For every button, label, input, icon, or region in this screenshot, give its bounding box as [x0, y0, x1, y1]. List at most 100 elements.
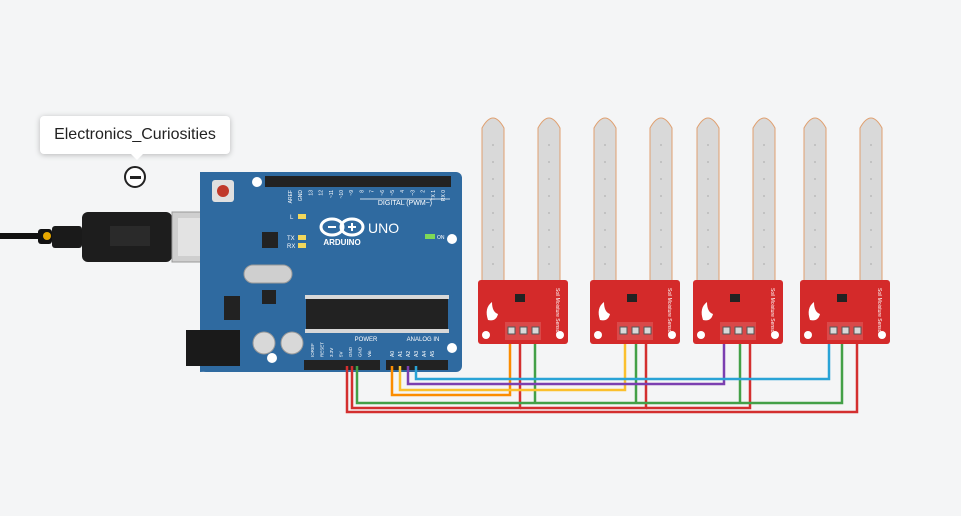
wire-a3[interactable] [414, 340, 831, 381]
power-pin-header[interactable] [304, 360, 380, 370]
on-led-label: ON [437, 235, 445, 241]
analog-header-label: ANALOG IN [407, 337, 440, 343]
wire-5v[interactable] [345, 340, 859, 414]
digital-pin-label: 12 [319, 190, 325, 196]
reset-button[interactable] [212, 180, 234, 202]
power-header-label: POWER [355, 337, 378, 343]
analog-pin-header[interactable] [386, 360, 448, 370]
digital-pin-label: TX 1 [431, 190, 437, 201]
digital-pin-label: ~10 [339, 190, 345, 199]
crystal-oscillator [243, 264, 293, 284]
power-pin-label: GND [348, 346, 353, 357]
sensor-probe [752, 117, 776, 291]
digital-pin-label: ~5 [390, 190, 396, 196]
wire-gnd[interactable] [355, 340, 844, 405]
power-pin-label: RESET [320, 342, 325, 357]
analog-pin-label: A4 [422, 351, 428, 357]
sparkfun-flame-icon [598, 302, 610, 321]
digital-pin-label: ~3 [410, 190, 416, 196]
soil-moisture-sensor[interactable]: Soil Moisture Sensor [800, 117, 890, 344]
sparkfun-flame-icon [808, 302, 820, 321]
digital-pin-label: ~6 [380, 190, 386, 196]
wire-5v-s3[interactable] [646, 340, 752, 410]
minus-icon [129, 175, 141, 179]
analog-pin-label: A0 [390, 351, 396, 357]
soil-moisture-sensor[interactable]: Soil Moisture Sensor [693, 117, 783, 344]
wire-5v-s1[interactable] [350, 340, 522, 410]
sensor-probe [593, 117, 617, 291]
analog-pin-label: A2 [406, 351, 412, 357]
led-tx-label: TX [287, 236, 295, 242]
sensor-pin[interactable] [531, 326, 540, 335]
wire-a2[interactable] [406, 340, 726, 386]
digital-pin-label: ~9 [349, 190, 355, 196]
power-pin-label: 5V [339, 351, 344, 357]
digital-pin-label: 13 [308, 190, 314, 196]
dc-power-jack[interactable] [186, 330, 240, 366]
remove-component-button[interactable] [124, 166, 146, 188]
sensor-pin[interactable] [722, 326, 731, 335]
usb-chip [262, 232, 278, 248]
board-brand-label: ARDUINO [323, 238, 360, 247]
sensor-probe [537, 117, 561, 291]
sparkfun-flame-icon [701, 302, 713, 321]
arduino-uno-board[interactable]: AREF GND 13 12 ~11 ~10 ~9 8 7 ~6 ~5 4 ~3 2 TX 1 RX 0 DI… [186, 172, 462, 372]
sensor-pcb [693, 280, 783, 344]
sensor-pin[interactable] [619, 326, 628, 335]
sensor-pcb [478, 280, 568, 344]
digital-pin-label: ~11 [329, 190, 335, 198]
mount-hole [252, 177, 262, 187]
voltage-regulator [224, 296, 240, 320]
led-l-label: L [290, 215, 294, 221]
analog-pin-label: A3 [414, 351, 420, 357]
mount-hole [447, 234, 457, 244]
sensor-pcb [800, 280, 890, 344]
digital-pin-label: AREF [288, 190, 294, 203]
power-pin-label: Vin [367, 350, 372, 357]
sensor-label: Soil Moisture Sensor [666, 288, 672, 334]
sensor-pin[interactable] [841, 326, 850, 335]
digital-pin-label: 7 [370, 190, 376, 193]
digital-pin-label: 2 [421, 190, 427, 193]
soil-moisture-sensor[interactable]: Soil Moisture Sensor [590, 117, 680, 344]
sparkfun-flame-icon [486, 302, 498, 321]
tooltip-pointer [130, 153, 144, 160]
power-pin-label: IOREF [310, 343, 315, 357]
power-pin-label: GND [358, 346, 363, 357]
sensor-probe [803, 117, 827, 291]
wire-a1[interactable] [398, 340, 627, 392]
digital-pin-label: RX 0 [441, 190, 447, 201]
sensor-pin[interactable] [829, 326, 838, 335]
digital-pin-header[interactable] [265, 176, 451, 187]
sensor-pin[interactable] [643, 326, 652, 335]
sensor-label: Soil Moisture Sensor [554, 288, 560, 334]
small-chip [262, 290, 276, 304]
sensor-pin[interactable] [631, 326, 640, 335]
led-rx-label: RX [287, 244, 295, 250]
digital-header-label: DIGITAL (PWM~) [378, 200, 432, 207]
mount-hole [267, 353, 277, 363]
sensor-pin[interactable] [746, 326, 755, 335]
wire-a0[interactable] [390, 340, 512, 397]
soil-moisture-sensor[interactable]: Soil Moisture Sensor [478, 117, 568, 344]
digital-pin-label: 8 [359, 190, 365, 193]
board-model-label: UNO [368, 220, 399, 236]
sensor-label: Soil Moisture Sensor [876, 288, 882, 334]
sensor-probe [481, 117, 505, 291]
sensor-pin[interactable] [519, 326, 528, 335]
mount-hole [447, 343, 457, 353]
wire-5v-s2[interactable] [520, 340, 648, 410]
sensor-pin[interactable] [734, 326, 743, 335]
wires[interactable] [345, 340, 859, 414]
sensor-pin[interactable] [853, 326, 862, 335]
sensor-pcb [590, 280, 680, 344]
capacitor [280, 331, 304, 355]
digital-pin-label: GND [298, 190, 304, 202]
atmega-microcontroller [306, 298, 448, 330]
sensor-pin[interactable] [507, 326, 516, 335]
digital-pin-label: 4 [400, 190, 406, 193]
sensor-probe [859, 117, 883, 291]
power-pin-label: 3.3V [329, 348, 334, 357]
arduino-logo-icon [319, 217, 365, 237]
